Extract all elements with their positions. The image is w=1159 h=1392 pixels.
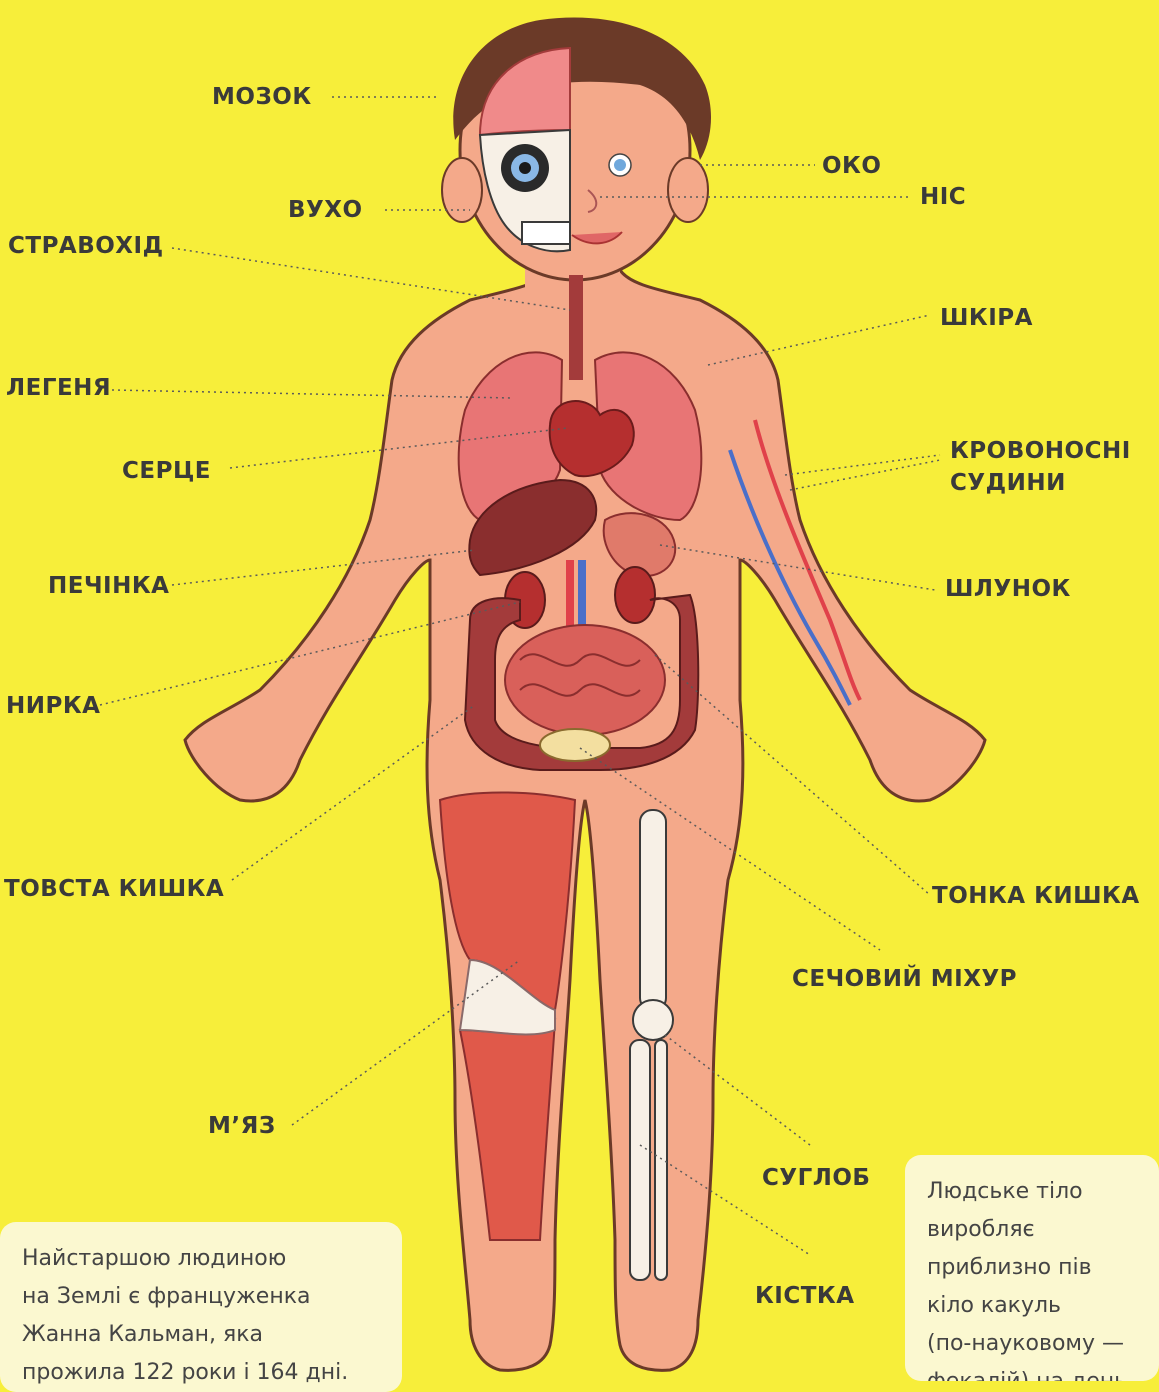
note-left-line-2: на Землі є француженка xyxy=(22,1278,380,1316)
label-eye: ОКО xyxy=(822,150,881,182)
label-stomach: ШЛУНОК xyxy=(945,573,1071,605)
left-ear xyxy=(442,158,482,222)
esophagus xyxy=(569,275,583,380)
label-brain: МОЗОК xyxy=(212,81,312,113)
note-right-line-6: фекалій) на день. xyxy=(927,1363,1137,1381)
fact-note-oldest-person: Найстаршою людиною на Землі є француженк… xyxy=(0,1222,402,1392)
label-vessels-line2: СУДИНИ xyxy=(950,467,1131,499)
label-skin: ШКІРА xyxy=(940,302,1033,334)
fact-note-body-waste: Людське тіло виробляє приблизно пів кіло… xyxy=(905,1155,1159,1381)
note-left-line-1: Найстаршою людиною xyxy=(22,1240,380,1278)
right-kidney xyxy=(615,567,655,623)
label-nose: НІС xyxy=(920,181,966,213)
right-ear xyxy=(668,158,708,222)
note-left-line-4: прожила 122 роки і 164 дні. xyxy=(22,1354,380,1392)
note-right-line-2: виробляє xyxy=(927,1211,1137,1249)
note-left-line-3: Жанна Кальман, яка xyxy=(22,1316,380,1354)
note-right-line-1: Людське тіло xyxy=(927,1173,1137,1211)
label-heart: СЕРЦЕ xyxy=(122,455,211,487)
label-lung: ЛЕГЕНЯ xyxy=(6,372,111,404)
label-large-intestine: ТОВСТА КИШКА xyxy=(4,873,224,905)
small-intestine xyxy=(505,625,665,735)
label-joint: СУГЛОБ xyxy=(762,1162,870,1194)
skull-teeth xyxy=(522,222,570,244)
label-esophagus: СТРАВОХІД xyxy=(8,230,164,262)
label-liver: ПЕЧІНКА xyxy=(48,570,169,602)
skull-pupil xyxy=(519,162,531,174)
note-right-line-3: приблизно пів xyxy=(927,1249,1137,1287)
label-small-intestine: ТОНКА КИШКА xyxy=(932,880,1140,912)
label-muscle: М’ЯЗ xyxy=(208,1110,276,1142)
label-bone: КІСТКА xyxy=(755,1280,855,1312)
label-kidney: НИРКА xyxy=(6,690,100,722)
label-bladder: СЕЧОВИЙ МІХУР xyxy=(792,963,1017,995)
fibula xyxy=(655,1040,667,1280)
note-right-line-4: кіло какуль xyxy=(927,1287,1137,1325)
tibia xyxy=(630,1040,650,1280)
note-right-line-5: (по-науковому — xyxy=(927,1325,1137,1363)
femur xyxy=(640,810,666,1010)
label-vessels-line1: КРОВОНОСНІ xyxy=(950,435,1131,467)
knee-joint xyxy=(633,1000,673,1040)
label-vessels: КРОВОНОСНІ СУДИНИ xyxy=(950,435,1131,499)
label-ear: ВУХО xyxy=(288,194,363,226)
bladder xyxy=(540,729,610,761)
face-iris xyxy=(614,159,626,171)
